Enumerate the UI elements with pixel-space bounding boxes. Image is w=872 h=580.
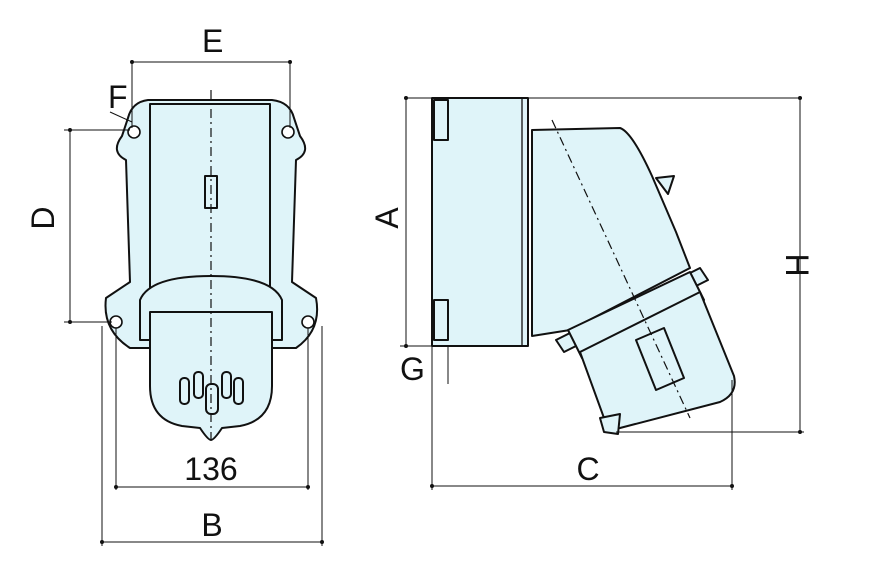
front-pin-2 [193, 371, 204, 399]
label-F: F [108, 79, 128, 115]
label-A: A [369, 207, 405, 229]
side-tab [655, 175, 675, 195]
side-angled-body [531, 127, 691, 337]
front-hole-top-left [127, 125, 141, 139]
label-H: H [779, 253, 815, 276]
label-C: C [576, 451, 599, 487]
front-pin-1 [179, 377, 190, 405]
front-hole-bottom-right [301, 315, 315, 329]
front-pin-3 [205, 383, 219, 415]
label-136: 136 [184, 451, 237, 487]
side-clip-top [433, 99, 449, 141]
label-B: B [201, 507, 222, 543]
label-G: G [400, 351, 425, 387]
front-hole-top-right [281, 125, 295, 139]
side-clip-bottom [433, 299, 449, 341]
label-E: E [202, 23, 223, 59]
front-view [104, 90, 318, 441]
front-dimensions [64, 60, 324, 546]
side-key-slot [635, 327, 685, 391]
label-D: D [25, 206, 61, 229]
side-view [431, 97, 736, 435]
side-dimensions [400, 96, 804, 490]
side-centerline [551, 119, 691, 419]
front-pin-4 [221, 371, 232, 399]
side-plug-tip [599, 413, 621, 435]
front-pin-5 [233, 377, 244, 405]
